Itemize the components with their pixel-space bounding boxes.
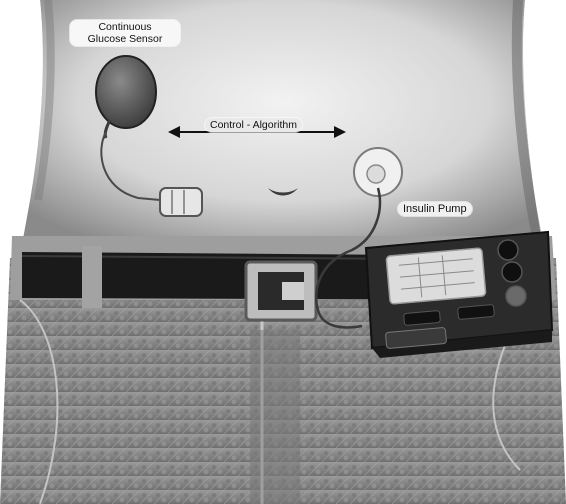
- pump-button-up: [498, 240, 518, 260]
- belt-buckle-prong: [282, 282, 304, 300]
- glucose-sensor-label-line1: Continuous: [75, 21, 175, 33]
- glucose-sensor: [96, 56, 156, 128]
- pump-button-middle: [502, 262, 522, 282]
- control-algorithm-label: Control - Algorithm: [205, 118, 302, 132]
- pump-screen: [386, 248, 486, 304]
- pump-button-down: [506, 286, 526, 306]
- jeans-fly-panel: [250, 330, 300, 504]
- glucose-sensor-label: Continuous Glucose Sensor: [70, 20, 180, 46]
- belt-loop: [82, 246, 102, 308]
- sensor-transmitter: [160, 188, 202, 216]
- infusion-site-center: [367, 165, 385, 183]
- glucose-sensor-label-line2: Glucose Sensor: [75, 33, 175, 45]
- insulin-pump-label: Insulin Pump: [398, 202, 472, 216]
- insulin-pump: [366, 232, 552, 358]
- pump-button-right: [458, 304, 495, 319]
- pump-button-left: [404, 310, 441, 325]
